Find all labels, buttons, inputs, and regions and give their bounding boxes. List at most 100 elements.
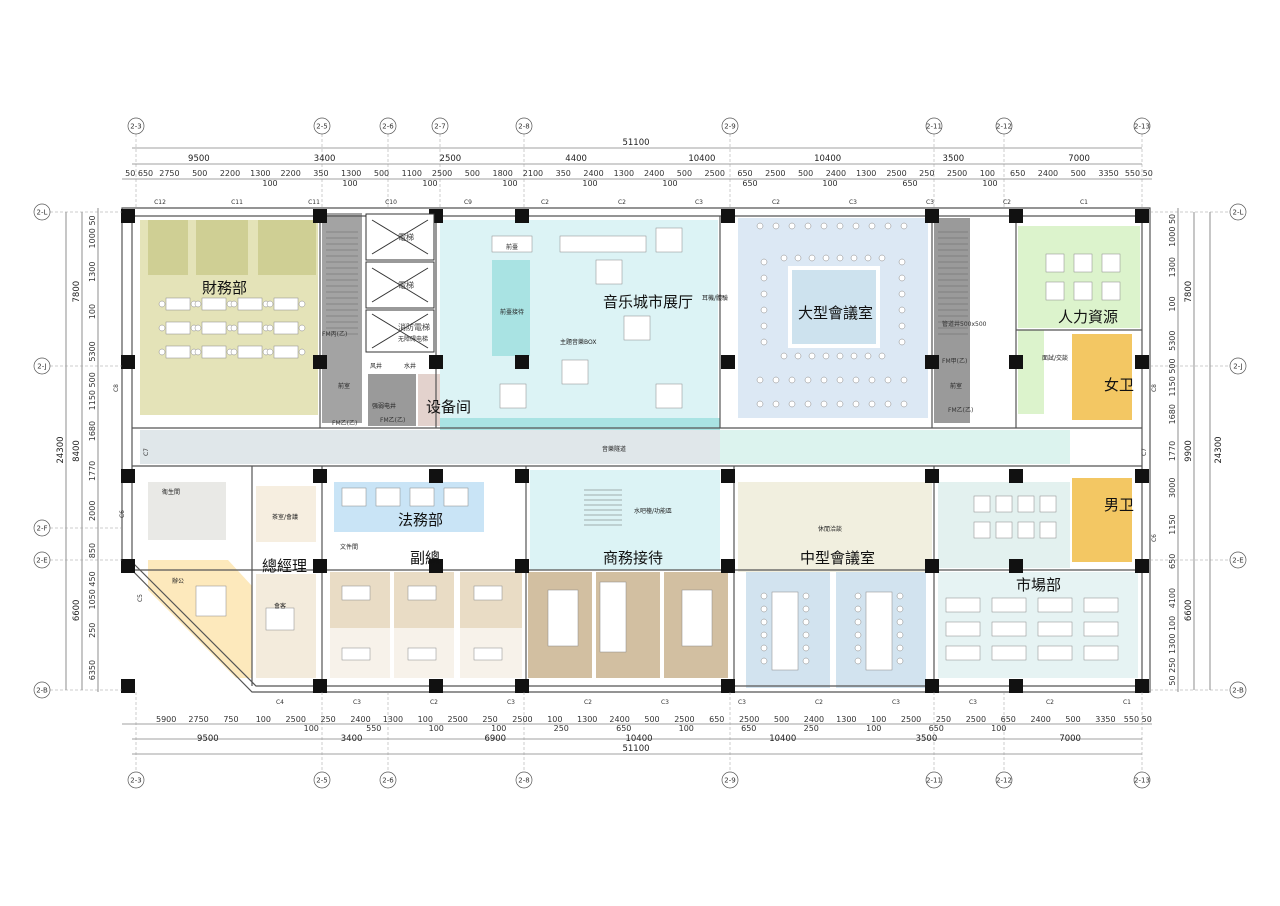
- walls: [121, 207, 1151, 693]
- desk: [375, 487, 401, 507]
- dim-top-row3: 100: [502, 179, 517, 188]
- dim-top-row2: 2400: [1038, 169, 1058, 178]
- dim-bot-row2: 250: [482, 715, 497, 724]
- dim-bot-row2: 2400: [350, 715, 370, 724]
- dim-right-detail: 1770: [1168, 441, 1177, 461]
- label-elevator-1: 電梯: [398, 232, 414, 242]
- desk: [165, 297, 191, 311]
- label-front-reception: 前臺接待: [500, 308, 524, 316]
- dim-bot-row2: 100: [547, 715, 562, 724]
- chair: [896, 605, 904, 613]
- dimension-lines: [65, 147, 1211, 755]
- dim-right-detail: 1300: [1168, 257, 1177, 277]
- dim-top-row2: 650: [1010, 169, 1025, 178]
- chair: [854, 618, 862, 626]
- chair: [772, 222, 780, 230]
- label-fm-2: FM乙(乙): [332, 420, 357, 427]
- window-label-top: C2: [618, 199, 626, 206]
- chair: [780, 254, 788, 262]
- dim-bot-row2: 2500: [512, 715, 532, 724]
- chair: [158, 324, 166, 332]
- chair: [804, 400, 812, 408]
- desk: [1037, 597, 1073, 613]
- desk: [1037, 621, 1073, 637]
- chair: [898, 306, 906, 314]
- label-hr: 人力資源: [1058, 308, 1118, 326]
- label-fm-3: FM乙(乙): [380, 417, 405, 424]
- window-label-bottom: C3: [892, 699, 900, 706]
- chair: [878, 352, 886, 360]
- chair: [854, 631, 862, 639]
- label-strong-current: 强弱电井: [372, 402, 396, 410]
- grid-bubble: [1229, 203, 1247, 221]
- window-label-bottom: C3: [969, 699, 977, 706]
- dim-left-detail: 1680: [88, 421, 97, 441]
- dim-top-row2: 1300: [614, 169, 634, 178]
- grid-bubble: [127, 117, 145, 135]
- dim-right-group: 7800: [1184, 281, 1194, 303]
- desk: [237, 345, 263, 359]
- chair: [756, 222, 764, 230]
- dim-bot-row2: 2400: [804, 715, 824, 724]
- column: [515, 559, 529, 573]
- chair: [756, 400, 764, 408]
- dim-bot-row1: 6900: [484, 734, 506, 744]
- dim-top-row2: 2100: [523, 169, 543, 178]
- chair: [868, 400, 876, 408]
- mens-wc: [1072, 478, 1132, 562]
- chair: [158, 348, 166, 356]
- chair: [900, 222, 908, 230]
- dim-bot-overall: 51100: [622, 744, 649, 754]
- grid-bubble: [721, 117, 739, 135]
- label-stair-front-1: 前室: [338, 382, 350, 390]
- chair: [298, 324, 306, 332]
- grid-label-right: 2-B: [1232, 687, 1244, 695]
- dim-right-detail: 1150: [1168, 514, 1177, 534]
- chair: [898, 290, 906, 298]
- desk: [655, 227, 683, 253]
- label-fire-elevator: 消防電梯: [398, 322, 430, 332]
- desk: [995, 495, 1013, 513]
- dim-top-row3: 100: [262, 179, 277, 188]
- dim-bot-row1: 9500: [197, 734, 219, 744]
- window-label-top: C12: [154, 199, 166, 206]
- column: [1009, 679, 1023, 693]
- dim-bot-row1: 7000: [1059, 734, 1081, 744]
- dim-top-row2: 2400: [583, 169, 603, 178]
- chair: [760, 322, 768, 330]
- chair: [822, 352, 830, 360]
- label-music-tunnel: 音樂隧道: [602, 445, 626, 453]
- label-shaft-note: 管道井500x500: [942, 320, 987, 328]
- desk: [561, 359, 589, 385]
- dim-top-row2: 500: [192, 169, 207, 178]
- window-label-side: C8: [1151, 384, 1158, 392]
- chair: [802, 631, 810, 639]
- chair: [760, 258, 768, 266]
- desk: [945, 645, 981, 661]
- grid-label-left: 2-E: [36, 557, 47, 565]
- finance-desk-block-2: [196, 220, 248, 275]
- chair: [266, 348, 274, 356]
- desk: [201, 345, 227, 359]
- desk: [237, 321, 263, 335]
- window-label-bottom: C3: [661, 699, 669, 706]
- column: [925, 209, 939, 223]
- column: [515, 209, 529, 223]
- grid-label-left: 2-J: [37, 363, 46, 371]
- label-gm: 總經理: [262, 557, 307, 575]
- window-label-top: C2: [1003, 199, 1011, 206]
- desk: [237, 297, 263, 311]
- chair: [230, 300, 238, 308]
- desk: [1083, 597, 1119, 613]
- dim-top-row2: 500: [677, 169, 692, 178]
- chair: [854, 605, 862, 613]
- desk: [273, 297, 299, 311]
- dim-top-row2: 2500: [432, 169, 452, 178]
- desk: [1083, 645, 1119, 661]
- dim-bot-row2: 2500: [447, 715, 467, 724]
- elevator-x3b: [371, 313, 429, 349]
- grid-label-right: 2-E: [1232, 557, 1243, 565]
- business-gap-1: [592, 572, 596, 678]
- grid-label-top: 2-8: [518, 123, 529, 131]
- desk: [165, 321, 191, 335]
